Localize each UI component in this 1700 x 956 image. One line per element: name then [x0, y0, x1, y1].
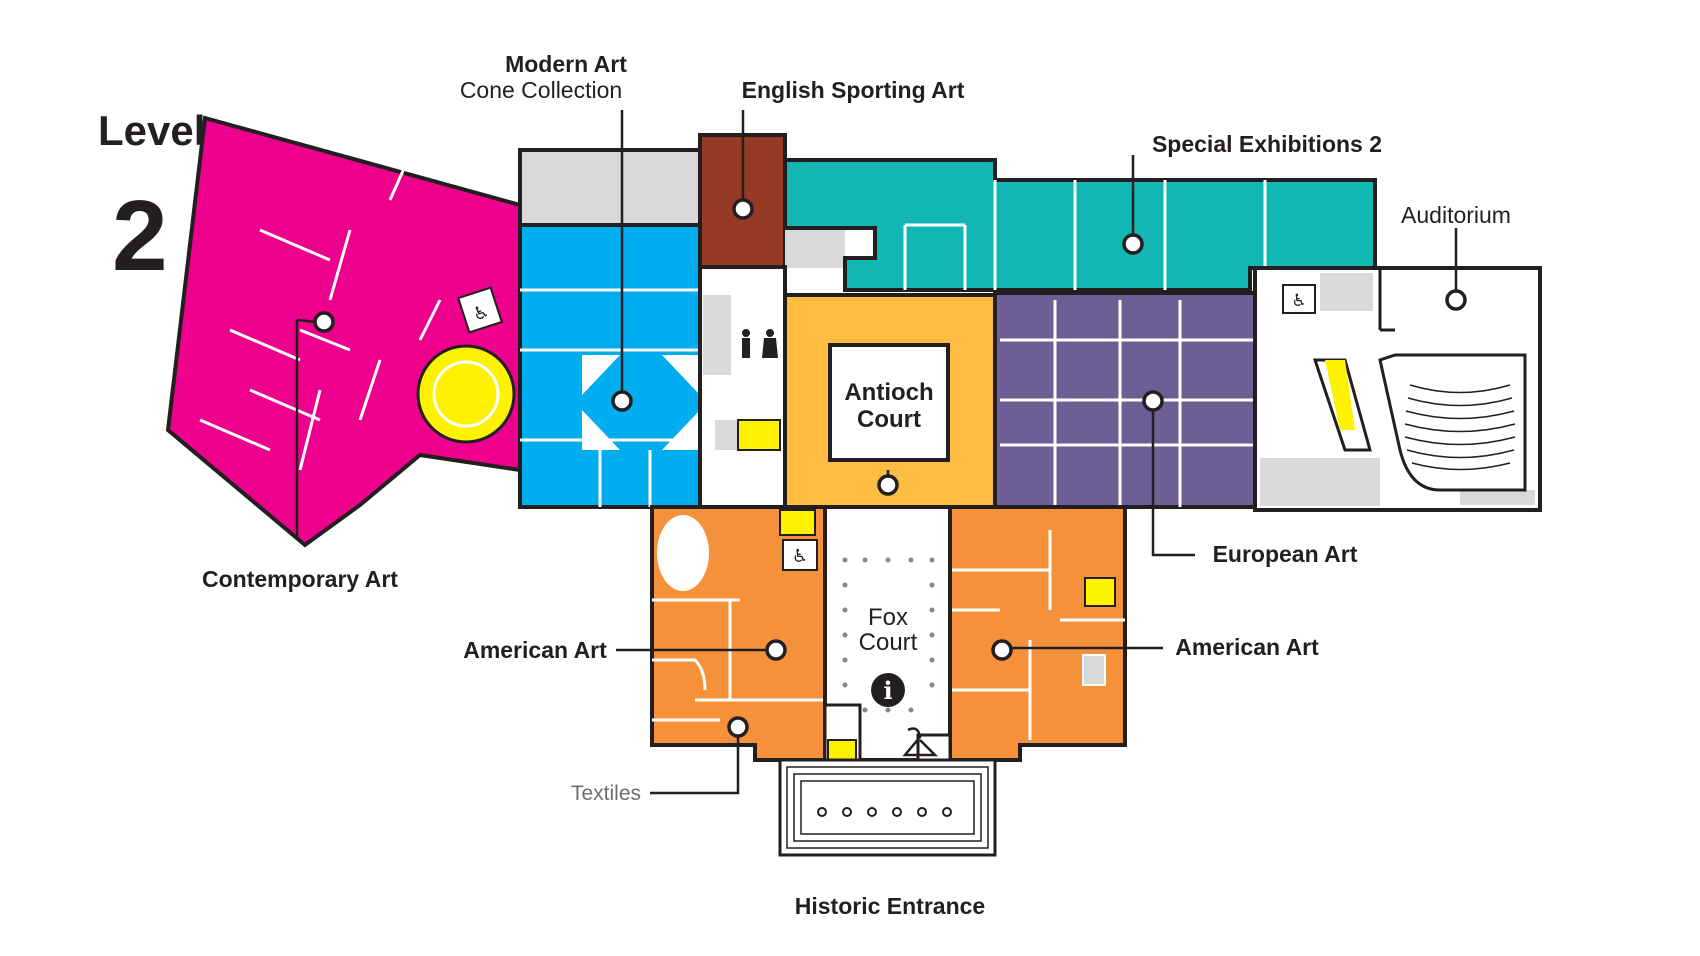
label-modern-art: Modern Art	[505, 51, 627, 77]
room-american-art-right[interactable]	[948, 505, 1127, 762]
room-european-art[interactable]	[993, 291, 1257, 509]
elevator-icon: ♿	[782, 539, 818, 571]
room-contemporary-art[interactable]: ♿	[165, 115, 522, 548]
label-special-exhibitions-2: Special Exhibitions 2	[1152, 131, 1382, 157]
stairs-icon	[737, 419, 781, 451]
historic-entrance-steps	[778, 758, 997, 857]
room-auditorium[interactable]: ♿	[1253, 266, 1542, 512]
stairs-icon	[779, 509, 816, 536]
level-word: Level	[98, 107, 205, 154]
label-historic-entrance: Historic Entrance	[795, 893, 985, 919]
restroom-core	[698, 265, 787, 509]
room-fox-court[interactable]: Fox Court i	[823, 505, 952, 792]
label-english-sporting-art: English Sporting Art	[742, 77, 965, 103]
room-special-exhibitions-2[interactable]	[783, 158, 1377, 292]
label-cone-collection: Cone Collection	[460, 77, 622, 103]
antioch-court-line1: Antioch	[844, 379, 933, 406]
service-area-2	[785, 228, 845, 268]
info-icon[interactable]: i	[871, 673, 905, 707]
stairs-icon	[1084, 577, 1116, 607]
level-number: 2	[112, 180, 168, 292]
location-dots	[313, 198, 1467, 738]
elevator-icon: ♿	[1282, 284, 1316, 314]
label-american-art-left: American Art	[463, 637, 607, 663]
room-american-art-left[interactable]: ♿	[650, 505, 827, 762]
antioch-court-line2: Court	[857, 406, 921, 433]
room-antioch-court[interactable]: Antioch Court	[783, 293, 997, 509]
svg-text:♿: ♿	[1291, 291, 1306, 311]
callout-leaders	[295, 110, 1458, 795]
service-area	[518, 148, 702, 227]
fox-court-line1: Fox	[868, 604, 908, 631]
restroom-icon	[742, 329, 778, 358]
label-european-art: European Art	[1213, 541, 1358, 567]
coat-check-icon	[902, 727, 939, 757]
svg-text:♿: ♿	[792, 546, 808, 567]
fox-court-line2: Court	[859, 629, 918, 656]
label-textiles: Textiles	[571, 782, 641, 805]
label-american-art-right: American Art	[1175, 634, 1319, 660]
svg-text:i: i	[883, 676, 892, 705]
colonnade	[842, 557, 935, 713]
elevator-icon: ♿	[457, 286, 503, 334]
stairwell-round	[416, 344, 516, 444]
label-auditorium: Auditorium	[1401, 202, 1511, 228]
label-contemporary-art: Contemporary Art	[202, 566, 398, 592]
svg-text:♿: ♿	[470, 301, 492, 326]
